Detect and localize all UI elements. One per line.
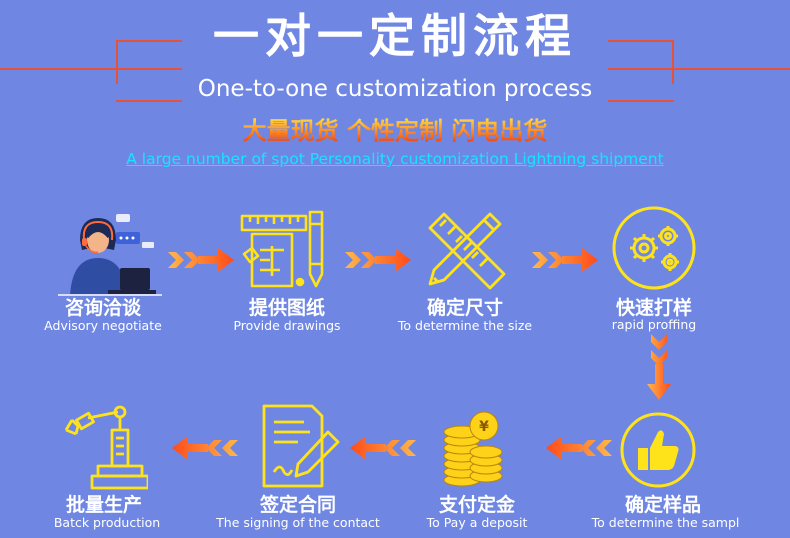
arrow-right-1	[168, 248, 234, 276]
thumbs-up-icon	[620, 410, 696, 490]
step-2-title: 提供图纸	[248, 297, 325, 319]
page-subtitle: One-to-one customization process	[197, 76, 593, 102]
contract-icon	[258, 402, 342, 490]
title-underline-right	[608, 100, 674, 102]
step-7-title: 签定合同	[259, 494, 336, 516]
arrow-left-3	[172, 436, 238, 464]
step-5-subtitle: To determine the sampl	[591, 515, 740, 530]
step-1-subtitle: Advisory negotiate	[44, 318, 162, 333]
step-3-title: 确定尺寸	[426, 297, 503, 319]
step-6-subtitle: To Pay a deposit	[426, 515, 528, 530]
step-3-subtitle: To determine the size	[397, 318, 533, 333]
step-1-title: 咨询洽谈	[64, 297, 141, 319]
arrow-right-2	[345, 248, 411, 276]
arrow-down	[647, 334, 671, 404]
drawing-tools-icon	[238, 204, 328, 292]
arrow-right-3	[532, 248, 598, 276]
title-frame-bottom-right	[608, 68, 790, 70]
gears-icon	[612, 202, 696, 292]
step-4-subtitle: rapid proffing	[611, 317, 697, 332]
robot-arm-icon	[62, 402, 150, 492]
title-frame-top-left	[116, 40, 182, 42]
title-frame-left-vertical	[116, 40, 118, 84]
title-underline-left	[116, 100, 182, 102]
slogan-link[interactable]: A large number of spot Personality custo…	[126, 150, 664, 168]
slogan-text: 大量现货 个性定制 闪电出货	[0, 116, 790, 146]
step-5-title: 确定样品	[624, 494, 701, 516]
svg-text:¥: ¥	[479, 419, 489, 435]
page-title: 一对一定制流程	[213, 9, 577, 63]
title-frame-bottom-left	[0, 68, 182, 70]
step-4-title: 快速打样	[615, 297, 692, 319]
step-6-title: 支付定金	[438, 494, 515, 516]
coins-icon: ¥	[436, 404, 506, 490]
arrow-left-2	[350, 436, 416, 464]
customer-service-icon	[58, 210, 162, 296]
step-8-subtitle: Batck production	[53, 515, 161, 530]
title-frame-right-vertical	[672, 40, 674, 84]
ruler-pencil-icon	[420, 204, 510, 292]
step-8-title: 批量生产	[65, 494, 142, 516]
arrow-left-1	[546, 436, 612, 464]
title-frame-top-right	[608, 40, 674, 42]
step-2-subtitle: Provide drawings	[233, 318, 341, 333]
step-7-subtitle: The signing of the contact	[216, 515, 380, 530]
